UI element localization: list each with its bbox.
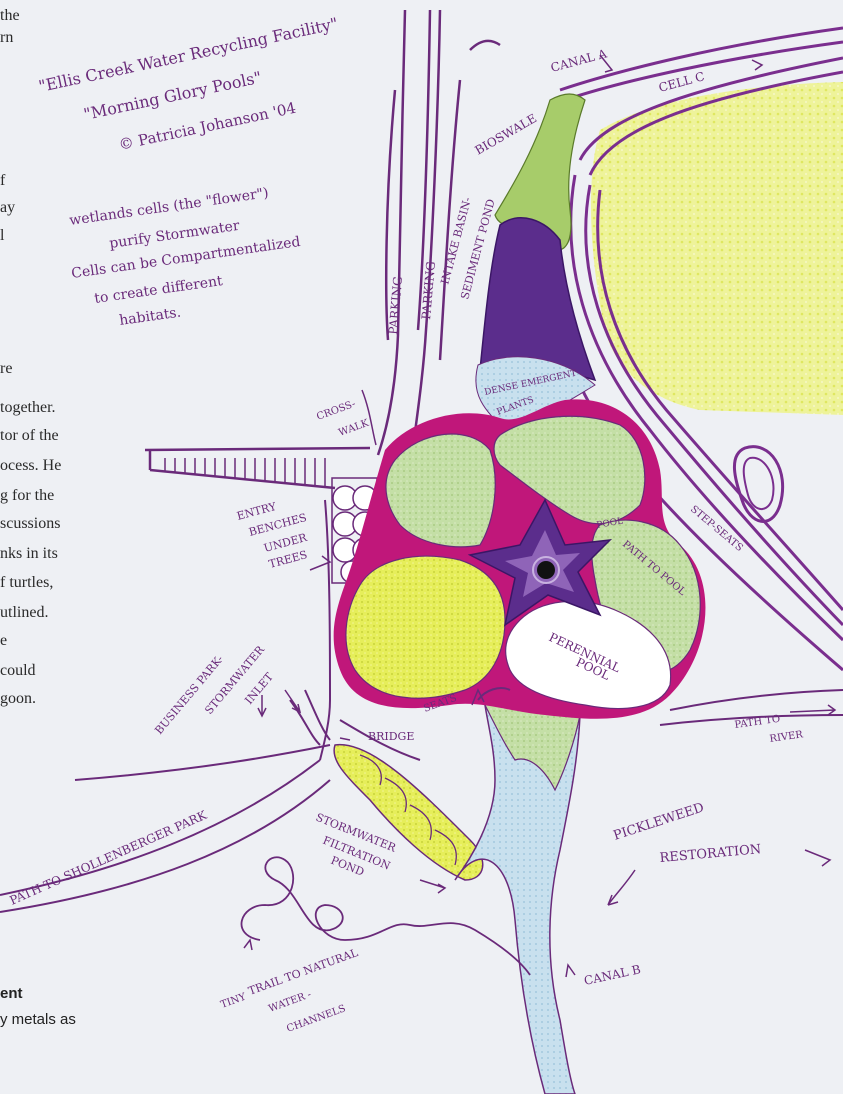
label-path-to-river-1: PATH TO <box>734 714 781 731</box>
intake-basin <box>480 218 595 380</box>
label-tiny-trail-4: CHANNELS <box>285 1003 347 1035</box>
label-canal-a: CANAL A <box>549 46 608 74</box>
label-tiny-trail-1: TINY <box>219 991 248 1010</box>
label-canal-b: CANAL B <box>583 962 642 988</box>
petal-left-lime <box>346 556 505 698</box>
note-line-5: habitats. <box>118 304 182 328</box>
label-pickleweed-2: RESTORATION <box>659 842 762 866</box>
label-parking-left: PARKING <box>386 276 405 335</box>
label-shollenberger: PATH TO SHOLLENBERGER PARK <box>8 807 210 907</box>
note-line-1: wetlands cells (the "flower") <box>68 185 269 229</box>
tiny-trail <box>241 857 530 975</box>
label-crosswalk-2: WALK <box>337 418 370 439</box>
label-crosswalk-1: CROSS- <box>315 399 357 423</box>
cell-c-area <box>591 82 843 415</box>
label-path-to-river-2: RIVER <box>769 729 804 745</box>
center-pool <box>537 561 555 579</box>
label-bridge: BRIDGE <box>368 730 414 743</box>
label-business-park-3: INLET <box>242 670 276 707</box>
label-tiny-trail-3: WATER - <box>267 989 313 1015</box>
note-line-4: to create different <box>93 273 224 307</box>
label-pickleweed-1: PICKLEWEED <box>612 800 706 843</box>
island <box>734 447 782 522</box>
label-tiny-trail-2: TRAIL TO NATURAL <box>247 946 361 998</box>
label-bioswale: BIOSWALE <box>473 111 540 157</box>
